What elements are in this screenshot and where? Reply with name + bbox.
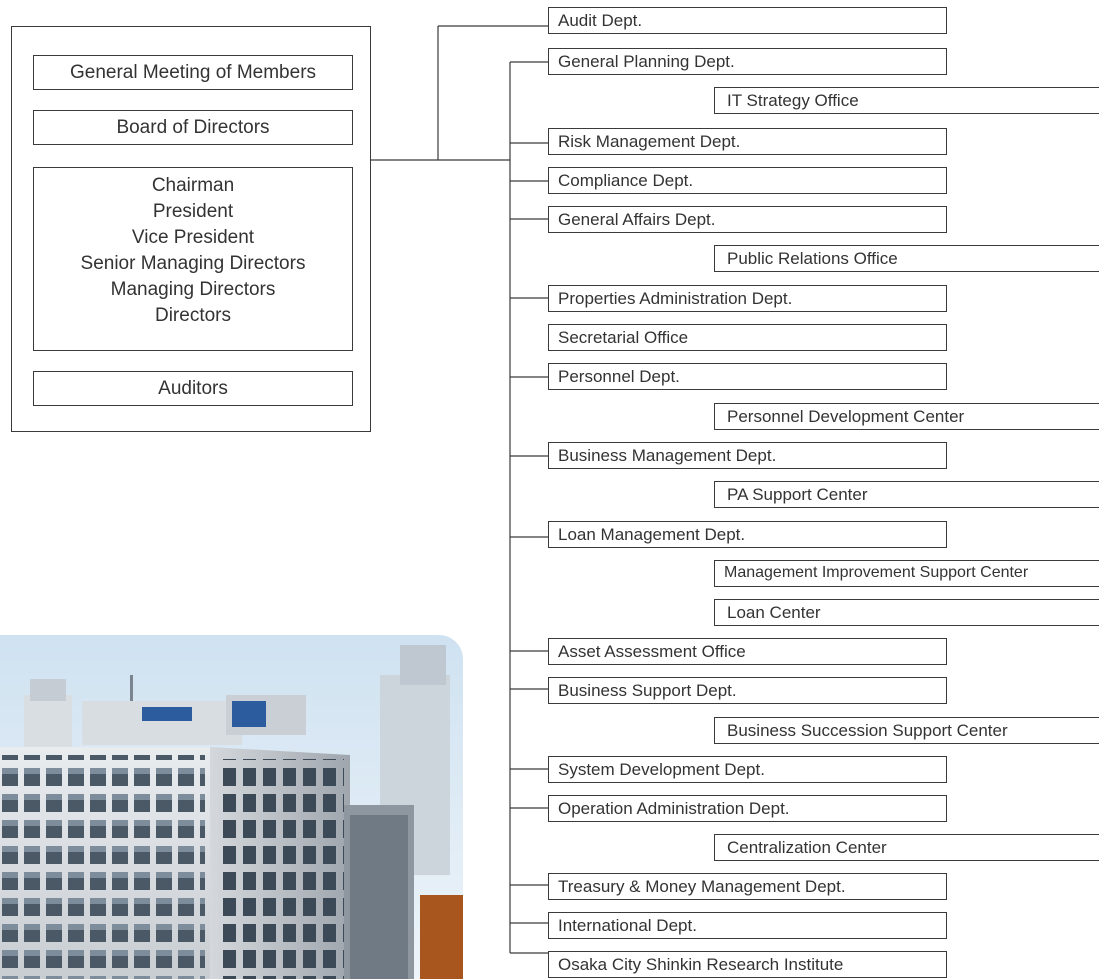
executives-box: Chairman President Vice President Senior… xyxy=(33,167,353,351)
dept-loan-management: Loan Management Dept. xyxy=(548,521,947,548)
center-business-succession-support: Business Succession Support Center xyxy=(714,717,1099,744)
dept-general-planning: General Planning Dept. xyxy=(548,48,947,75)
board-of-directors-box: Board of Directors xyxy=(33,110,353,145)
exec-managing-directors: Managing Directors xyxy=(110,279,276,300)
dept-operation-administration: Operation Administration Dept. xyxy=(548,795,947,822)
center-centralization: Centralization Center xyxy=(714,834,1099,861)
exec-vice-president: Vice President xyxy=(131,227,255,248)
center-management-improvement-support: Management Improvement Support Center xyxy=(714,560,1099,587)
dept-business-support: Business Support Dept. xyxy=(548,677,947,704)
headquarters-building-photo xyxy=(0,635,463,979)
general-meeting-box: General Meeting of Members xyxy=(33,55,353,90)
dept-business-management: Business Management Dept. xyxy=(548,442,947,469)
exec-president: President xyxy=(152,201,234,222)
exec-directors: Directors xyxy=(154,305,231,326)
governance-panel xyxy=(11,26,371,432)
institute-osaka-city-shinkin-research: Osaka City Shinkin Research Institute xyxy=(548,951,947,978)
exec-senior-managing-directors: Senior Managing Directors xyxy=(80,253,306,274)
dept-system-development: System Development Dept. xyxy=(548,756,947,783)
center-personnel-development: Personnel Development Center xyxy=(714,403,1099,430)
center-pa-support: PA Support Center xyxy=(714,481,1099,508)
office-it-strategy: IT Strategy Office xyxy=(714,87,1099,114)
center-loan: Loan Center xyxy=(714,599,1099,626)
dept-international: International Dept. xyxy=(548,912,947,939)
dept-audit: Audit Dept. xyxy=(548,7,947,34)
office-asset-assessment: Asset Assessment Office xyxy=(548,638,947,665)
exec-chairman: Chairman xyxy=(151,175,235,196)
dept-personnel: Personnel Dept. xyxy=(548,363,947,390)
dept-properties-administration: Properties Administration Dept. xyxy=(548,285,947,312)
dept-risk-management: Risk Management Dept. xyxy=(548,128,947,155)
dept-general-affairs: General Affairs Dept. xyxy=(548,206,947,233)
dept-treasury-money-management: Treasury & Money Management Dept. xyxy=(548,873,947,900)
office-public-relations: Public Relations Office xyxy=(714,245,1099,272)
dept-compliance: Compliance Dept. xyxy=(548,167,947,194)
auditors-box: Auditors xyxy=(33,371,353,406)
office-secretarial: Secretarial Office xyxy=(548,324,947,351)
